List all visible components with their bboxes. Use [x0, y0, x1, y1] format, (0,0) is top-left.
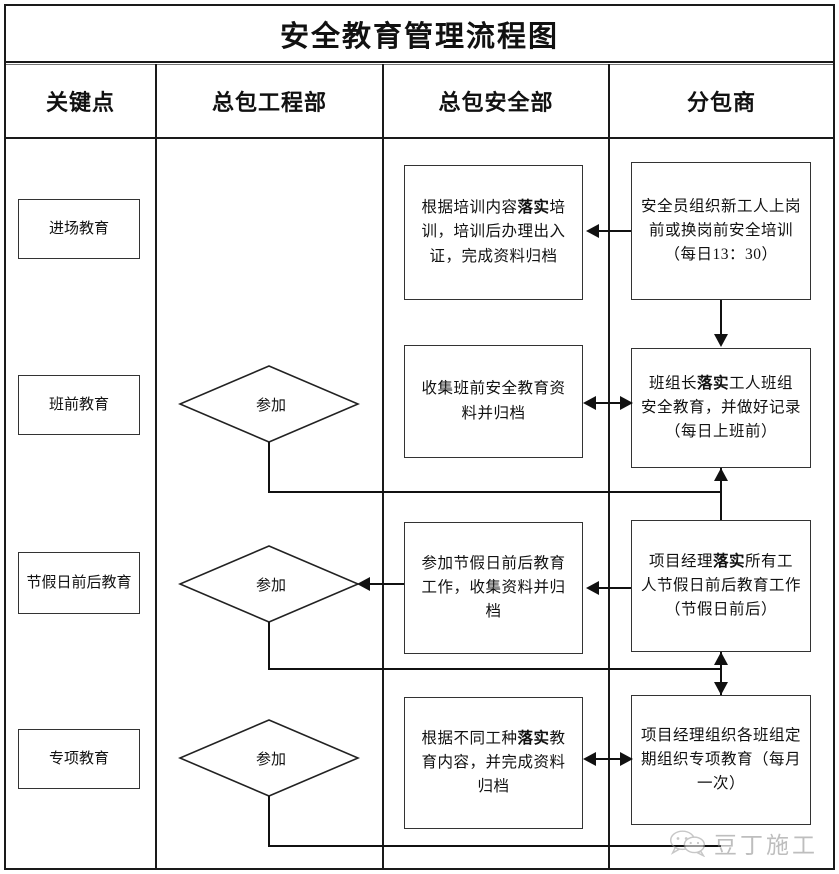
subcontractor-text-row3: 项目经理落实所有工人节假日前后教育工作（节假日前后）: [641, 552, 802, 618]
safety-text-row2: 收集班前安全教育资料并归档: [421, 380, 566, 422]
connector-r3-diamond-down: [268, 622, 270, 670]
watermark: 豆丁施工: [668, 826, 818, 860]
header-cell-subcontractor: 分包商: [610, 65, 833, 137]
connector-r3-sub-to-safety: [597, 587, 631, 589]
column-divider-3: [608, 64, 610, 870]
subcontractor-text-row2: 班组长落实工人班组安全教育，并做好记录（每日上班前）: [641, 374, 802, 440]
safety-box-row2[interactable]: 收集班前安全教育资料并归档: [404, 345, 583, 458]
watermark-text: 豆丁施工: [714, 833, 818, 858]
subcontractor-box-row2[interactable]: 班组长落实工人班组安全教育，并做好记录（每日上班前）: [631, 348, 811, 468]
arrowhead-r4-right: [620, 752, 633, 766]
arrowhead-r3-to-diamond: [357, 577, 370, 591]
arrowhead-r3-r4-up: [714, 652, 728, 665]
arrowhead-r3-r4-down: [714, 682, 728, 695]
key-point-box-row3[interactable]: 节假日前后教育: [18, 552, 140, 614]
outer-frame: [4, 4, 835, 870]
decision-diamond-row4[interactable]: 参加: [178, 718, 360, 798]
header-cell-gc-safety: 总包安全部: [384, 65, 608, 137]
safety-text-row4: 根据不同工种落实教育内容，并完成资料归档: [421, 729, 566, 795]
header-label-subcontractor: 分包商: [686, 90, 756, 115]
arrowhead-r1-to-safety: [586, 224, 599, 238]
chart-title-band: 安全教育管理流程图: [6, 6, 833, 61]
connector-r4-diamond-down: [268, 796, 270, 846]
connector-r3-safety-to-diamond: [370, 583, 404, 585]
key-point-box-row4[interactable]: 专项教育: [18, 729, 140, 789]
arrowhead-r2-right: [620, 396, 633, 410]
connector-r1-to-r2-vertical: [720, 300, 722, 335]
arrowhead-r1-to-r2: [714, 334, 728, 347]
safety-box-row4[interactable]: 根据不同工种落实教育内容，并完成资料归档: [404, 697, 583, 829]
subcontractor-box-row1[interactable]: 安全员组织新工人上岗前或换岗前安全培训（每日13：30）: [631, 162, 811, 300]
connector-r3-r4-vertical: [720, 652, 722, 695]
connector-r3-loop-horizontal: [268, 668, 721, 670]
key-point-label-row2: 班前教育: [48, 396, 109, 413]
decision-diamond-row2[interactable]: 参加: [178, 364, 360, 444]
subcontractor-box-row4[interactable]: 项目经理组织各班组定期组织专项教育（每月一次）: [631, 695, 811, 825]
safety-text-row1: 根据培训内容落实培训，培训后办理出入证，完成资料归档: [421, 199, 566, 265]
header-label-gc-engineering: 总包工程部: [211, 90, 327, 115]
connector-r2-bidirectional: [592, 402, 632, 404]
connector-r4-bidirectional: [592, 758, 632, 760]
decision-diamond-row3[interactable]: 参加: [178, 544, 360, 624]
header-cell-gc-engineering: 总包工程部: [157, 65, 382, 137]
connector-r2-diamond-down: [268, 442, 270, 492]
decision-label-row3: 参加: [256, 578, 287, 594]
arrowhead-r4-left: [583, 752, 596, 766]
decision-label-row2: 参加: [256, 398, 287, 414]
subcontractor-text-row1: 安全员组织新工人上岗前或换岗前安全培训（每日13：30）: [641, 197, 802, 263]
arrowhead-r2-left: [583, 396, 596, 410]
key-point-label-row4: 专项教育: [48, 750, 109, 767]
safety-box-row3[interactable]: 参加节假日前后教育工作，收集资料并归档: [404, 522, 583, 654]
key-point-box-row2[interactable]: 班前教育: [18, 375, 140, 435]
header-label-key-point: 关键点: [45, 90, 115, 115]
column-divider-1: [155, 64, 157, 870]
header-bottom-line: [6, 137, 833, 139]
connector-r2-r3-vertical: [720, 468, 722, 520]
decision-label-row4: 参加: [256, 752, 287, 768]
header-cell-key-point: 关键点: [6, 65, 155, 137]
key-point-box-row1[interactable]: 进场教育: [18, 199, 140, 259]
page-title: 安全教育管理流程图: [279, 20, 559, 53]
title-separator-line: [6, 61, 833, 63]
safety-text-row3: 参加节假日前后教育工作，收集资料并归档: [421, 554, 566, 620]
arrowhead-r3-to-safety: [586, 581, 599, 595]
wechat-icon: [670, 830, 706, 857]
safety-box-row1[interactable]: 根据培训内容落实培训，培训后办理出入证，完成资料归档: [404, 165, 583, 300]
column-divider-2: [382, 64, 384, 870]
header-label-gc-safety: 总包安全部: [438, 90, 554, 115]
title-separator-line-2: [6, 64, 833, 66]
connector-r1-sub-to-safety: [597, 230, 631, 232]
subcontractor-text-row4: 项目经理组织各班组定期组织专项教育（每月一次）: [641, 726, 802, 792]
connector-r4-loop-horizontal: [268, 845, 721, 847]
key-point-label-row3: 节假日前后教育: [26, 574, 132, 591]
key-point-label-row1: 进场教育: [48, 220, 109, 237]
subcontractor-box-row3[interactable]: 项目经理落实所有工人节假日前后教育工作（节假日前后）: [631, 520, 811, 652]
connector-r2-loop-horizontal: [268, 491, 721, 493]
